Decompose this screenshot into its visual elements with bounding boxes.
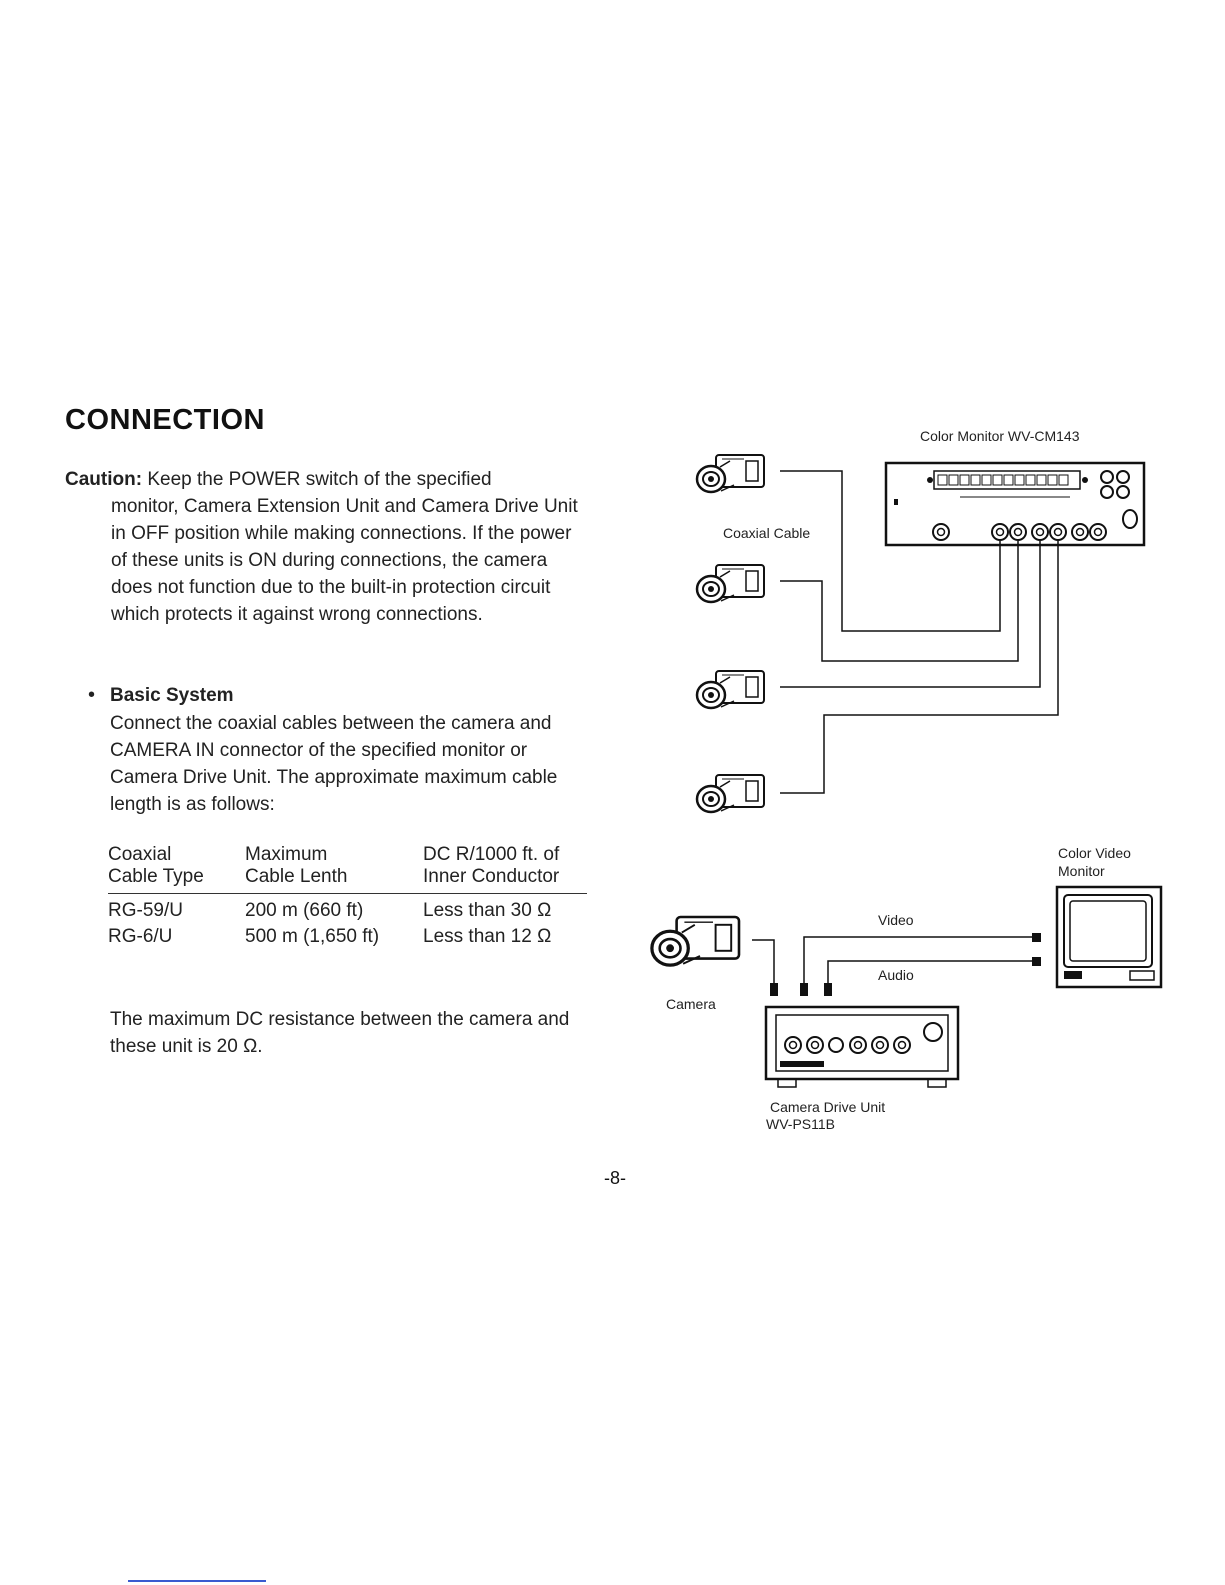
- section-title: CONNECTION: [65, 404, 265, 436]
- cell-dc-resistance: Less than 30 Ω: [423, 900, 552, 921]
- coaxial-cable-lines: [780, 470, 1059, 794]
- connection-diagram: Color Monitor WV-CM143 Coaxial Cable: [650, 428, 1163, 1132]
- color-video-monitor: [1055, 885, 1163, 989]
- caution-text: monitor, Camera Extension Unit and Camer…: [111, 496, 578, 625]
- caution-label: Caution:: [65, 469, 143, 490]
- camera-label: Camera: [666, 996, 716, 1012]
- cell-max-length: 500 m (1,650 ft): [245, 926, 380, 947]
- basic-system-body: Connect the coaxial cables between the c…: [110, 713, 558, 815]
- caution-paragraph: Caution: Keep the POWER switch of the sp…: [65, 466, 590, 628]
- color-monitor-rear-panel: [884, 461, 1146, 547]
- table-row: RG-59/U 200 m (660 ft) Less than 30 Ω: [108, 894, 587, 925]
- drive-unit-cable-lines: [752, 936, 1032, 985]
- camera-3-icon: [695, 669, 766, 710]
- basic-system-heading: Basic System: [110, 685, 234, 706]
- drive-unit-label-line1: Camera Drive Unit: [770, 1099, 885, 1115]
- video-monitor-label-line2: Monitor: [1058, 863, 1105, 879]
- coaxial-cable-label: Coaxial Cable: [723, 525, 810, 541]
- monitor-label: Color Monitor WV-CM143: [920, 428, 1080, 444]
- camera-4-icon: [695, 773, 766, 814]
- bottom-link-underline: [128, 1580, 266, 1582]
- cell-cable-type: RG-6/U: [108, 926, 173, 947]
- page-number: -8-: [604, 1168, 626, 1188]
- camera-2-icon: [695, 563, 766, 604]
- table-row: RG-6/U 500 m (1,650 ft) Less than 12 Ω: [108, 924, 587, 950]
- audio-label: Audio: [878, 967, 914, 983]
- drive-unit-label-line2: WV-PS11B: [766, 1116, 835, 1132]
- cell-cable-type: RG-59/U: [108, 900, 183, 921]
- bullet-icon: •: [88, 684, 96, 706]
- video-label: Video: [878, 912, 914, 928]
- camera-5-icon: [650, 915, 741, 967]
- video-monitor-label-line1: Color Video: [1058, 845, 1131, 861]
- caution-first-line: Keep the POWER switch of the specified: [142, 469, 492, 490]
- dc-resistance-note: The maximum DC resistance between the ca…: [110, 1009, 570, 1057]
- camera-drive-unit: [764, 1005, 960, 1088]
- cell-max-length: 200 m (660 ft): [245, 900, 364, 921]
- cell-dc-resistance: Less than 12 Ω: [423, 926, 552, 947]
- camera-1-icon: [695, 453, 766, 494]
